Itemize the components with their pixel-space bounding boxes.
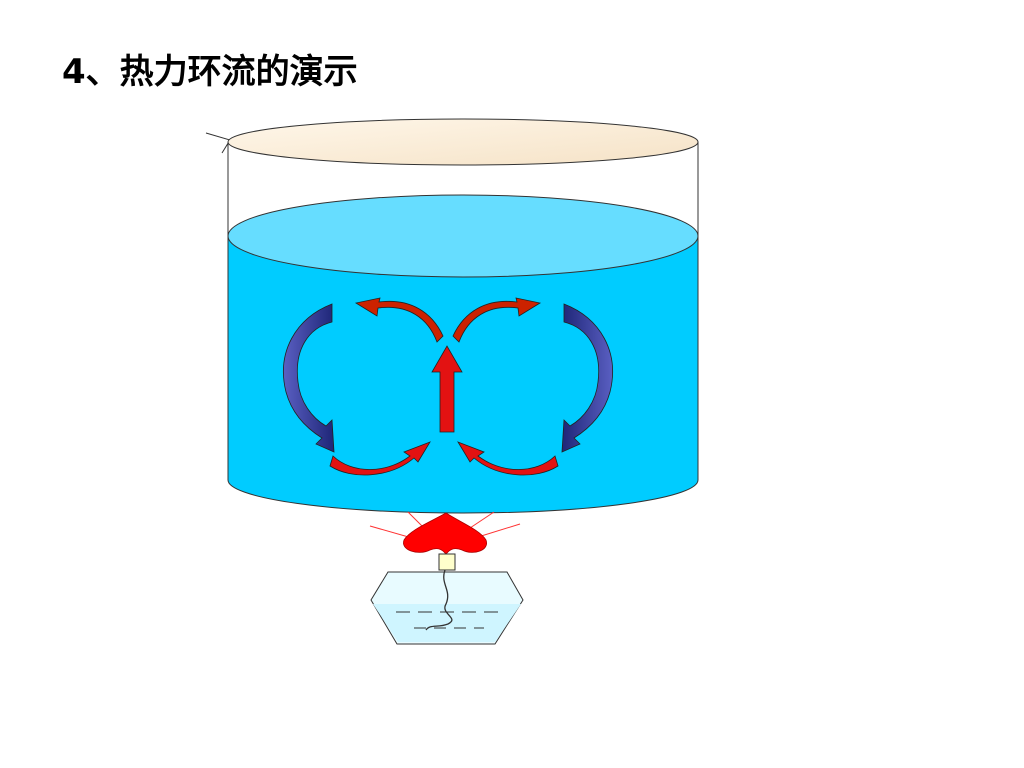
curved-arrow-icon	[329, 441, 431, 476]
wick-holder	[438, 553, 456, 571]
descending-arrow-icon	[283, 303, 335, 453]
beaker-rim	[227, 118, 699, 166]
water-surface	[227, 194, 699, 278]
slide-title: 4、热力环流的演示	[62, 52, 358, 92]
beaker-icon	[205, 118, 699, 236]
upward-arrow-icon	[431, 345, 463, 433]
curved-arrow-icon	[457, 441, 559, 476]
flame-icon	[369, 511, 521, 555]
water-icon	[227, 194, 699, 514]
alcohol-lamp-icon	[370, 553, 524, 645]
curved-arrow-icon	[354, 297, 444, 343]
descending-arrow-icon	[561, 303, 613, 453]
curved-arrow-icon	[452, 297, 542, 343]
